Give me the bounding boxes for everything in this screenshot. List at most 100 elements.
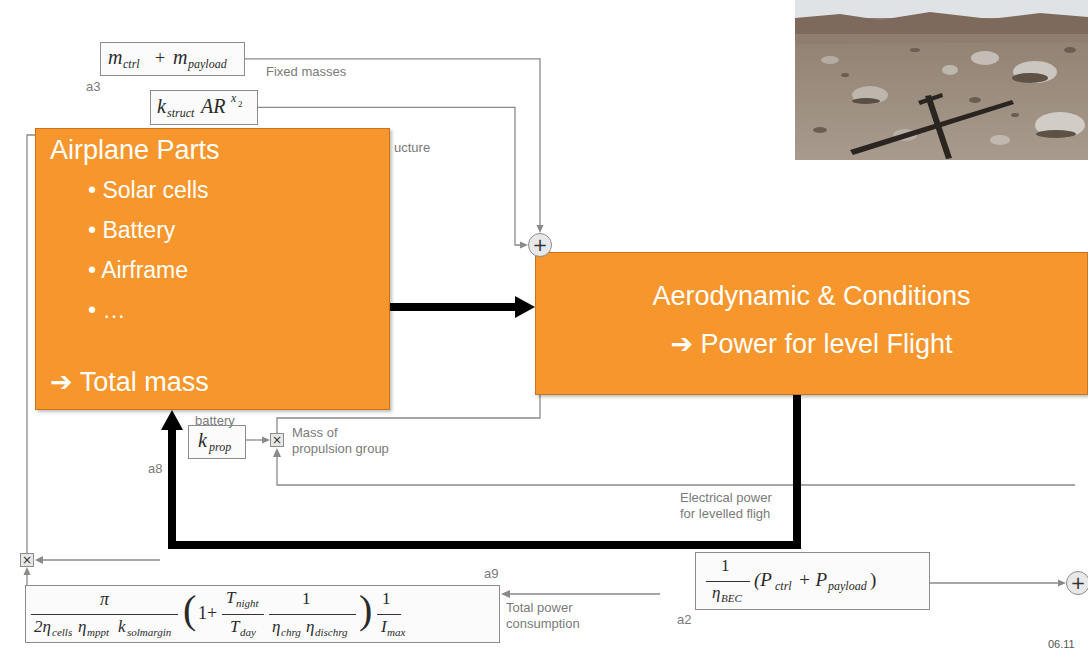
formula-term: 1: [721, 556, 730, 576]
formula-term: BEC: [721, 592, 742, 605]
terrain-photo: [841, 73, 849, 77]
terrain-photo: [971, 51, 999, 65]
terrain-photo: [910, 48, 920, 52]
formula-term: AR: [201, 95, 225, 118]
box-text: • …: [88, 297, 125, 323]
signal-lines: [501, 590, 510, 598]
terrain-photo: [813, 127, 827, 133]
signal-lines: [277, 456, 1075, 485]
terrain-photo: [990, 135, 1010, 145]
annotation-label: ucture: [394, 140, 430, 156]
terrain-photo: [969, 97, 981, 103]
formula-term: ): [870, 569, 876, 591]
formula-term: η: [712, 583, 720, 603]
fraction-bar: [269, 614, 356, 615]
formula-term: dischrg: [315, 626, 348, 639]
arrow-head: [520, 242, 528, 249]
signal-lines: [510, 593, 660, 594]
formula-term: +: [1070, 574, 1085, 592]
formula-term: prop: [209, 441, 231, 455]
sum-junction: +: [528, 233, 552, 257]
formula-term: T: [230, 617, 239, 637]
terrain-photo: [795, 0, 1088, 160]
formula-term: solmargin: [127, 626, 171, 639]
terrain-photo: [918, 93, 943, 105]
formula-term: ctrl: [775, 580, 792, 594]
connector-line: [26, 573, 27, 585]
signal-lines: [35, 556, 43, 564]
multiply-block: ×: [270, 433, 284, 447]
box-text: • Solar cells: [88, 177, 209, 203]
formula-term: 1: [382, 589, 391, 609]
box-text: • Battery: [88, 217, 175, 243]
connector-line: [930, 582, 1060, 583]
connector-arrow: [930, 580, 1066, 587]
terrain-photo: [1064, 47, 1076, 53]
terrain-photo: [1035, 112, 1085, 138]
annotation-label: Total power consumption: [506, 600, 596, 631]
arrow-head: [1058, 580, 1066, 587]
fraction-bar: [706, 581, 750, 582]
terrain-photo: [1011, 113, 1019, 117]
formula-term: k: [157, 95, 166, 118]
box-text: • Airframe: [88, 257, 188, 283]
formula-term: + P: [798, 569, 827, 591]
annotation-label: battery: [195, 413, 235, 429]
annotation-label: Mass of propulsion group: [292, 425, 400, 456]
terrain-photo: [1013, 61, 1057, 83]
formula-term: π: [100, 589, 109, 610]
formula-box: 1ηBEC(Pctrl+ Ppayload): [695, 552, 930, 610]
formula-term: ): [359, 587, 372, 633]
terrain-photo: [852, 98, 880, 104]
formula-term: cells: [52, 626, 72, 639]
formula-box: π2ηcellsηmpptksolmargin(1+TnightTday1ηch…: [25, 585, 500, 643]
formula-term: day: [240, 626, 256, 639]
sum-junction: +: [1066, 571, 1088, 595]
arrow-head: [161, 410, 183, 430]
arrow-head: [515, 296, 535, 318]
annotation-label: 06.11: [1048, 638, 1075, 651]
formula-term: η: [272, 617, 280, 637]
terrain-photo: [1012, 73, 1048, 83]
annotation-label: a3: [86, 79, 100, 95]
formula-term: k: [198, 429, 207, 452]
box-text: ➔ Total mass: [50, 367, 209, 398]
box-text: Aerodynamic & Conditions: [652, 281, 970, 312]
arrow-head: [24, 567, 31, 575]
annotation-label: a2: [677, 612, 691, 628]
formula-term: night: [236, 597, 259, 610]
fraction-bar: [31, 614, 178, 615]
formula-box: kstructARx2: [150, 90, 258, 125]
formula-term: η: [78, 617, 86, 637]
connector-line: [246, 439, 264, 440]
box-text: Airplane Parts: [50, 135, 220, 166]
annotation-label: a8: [148, 461, 162, 477]
connector-arrow: [390, 296, 535, 318]
terrain-photo: [795, 34, 1088, 44]
box-text: ➔ Power for level Flight: [670, 329, 952, 360]
terrain-photo: [925, 95, 952, 159]
formula-term: T: [226, 588, 235, 608]
signal-lines: [273, 448, 281, 457]
terrain-photo: [1036, 130, 1076, 138]
annotation-label: Fixed masses: [266, 64, 346, 80]
connector-line: [390, 303, 519, 311]
multiply-block: ×: [20, 553, 34, 567]
terrain-photo: [795, 12, 1088, 34]
formula-term: m: [108, 46, 122, 69]
formula-term: struct: [167, 107, 194, 121]
formula-term: x: [231, 92, 236, 106]
formula-term: (: [183, 587, 196, 633]
formula-term: η: [306, 617, 314, 637]
connector-arrow: [246, 437, 270, 444]
power-box: Aerodynamic & Conditions ➔ Power for leve…: [535, 252, 1088, 395]
formula-term: ×: [22, 554, 32, 566]
fraction-bar: [222, 614, 264, 615]
annotation-label: Electrical power for levelled fligh: [680, 490, 780, 521]
formula-term: mppt: [87, 626, 109, 639]
terrain-photo: [821, 56, 839, 64]
formula-term: m: [173, 46, 187, 69]
formula-term: 1+: [198, 603, 217, 624]
formula-term: ×: [272, 434, 282, 446]
formula-term: k: [118, 617, 126, 637]
